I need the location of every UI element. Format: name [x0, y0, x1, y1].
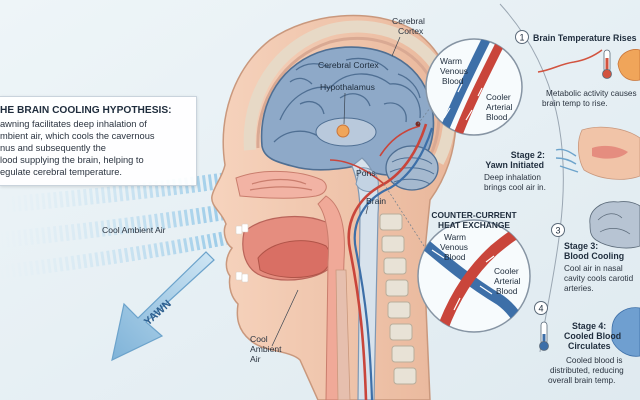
label-cool-air-bottom-1: Cool — [250, 334, 268, 344]
stage-4-title-1: Stage 4: — [572, 321, 606, 331]
label-cerebral-cortex-line1: Cerebral — [392, 16, 425, 26]
label-cool-air-bottom-2: Ambient — [250, 344, 282, 354]
stage-3-number-badge — [551, 223, 565, 237]
zoom-connector-bottom — [383, 183, 425, 247]
hypothalamus-marker — [336, 124, 350, 138]
circle-bottom-cool-2: Arterial — [494, 276, 521, 286]
label-cerebral-cortex-inner: Cerebral Cortex — [318, 60, 379, 70]
label-hypothalamus: Hypothalamus — [320, 82, 375, 92]
stage-2-desc-2: brings cool air in. — [484, 183, 546, 192]
circle-bottom-title-2: HEAT EXCHANGE — [438, 220, 510, 230]
circle-top-warm-1: Warm — [440, 56, 462, 66]
circle-bottom-cool-1: Cooler — [494, 266, 519, 276]
stage-3-desc-1: Cool air in nasal — [564, 264, 623, 273]
cerebral-vessel-branch — [329, 125, 421, 185]
stage-4-number: 4 — [538, 304, 543, 314]
stage-1-thermometer-icon — [602, 49, 612, 79]
hypothesis-line-2: mbient air, which cools the cavernous — [0, 131, 155, 141]
stage-2-title-2: Yawn Initiated — [485, 160, 544, 170]
leader-cool-air-bottom — [271, 289, 299, 347]
label-brain: Brain — [366, 196, 386, 206]
stage-1-temperature-graph-icon — [537, 49, 603, 73]
stage-3: 3 Stage 3: Blood Cooling Cool air in nas… — [551, 201, 640, 293]
teeth — [235, 223, 249, 283]
stage-3-brain-thumbnail — [589, 201, 640, 249]
airflow-streams — [0, 172, 230, 279]
stage-2-air-icon — [555, 148, 579, 173]
circle-top-warm-3: Blood — [442, 76, 464, 86]
jugular-vein — [353, 127, 434, 400]
leader-hypothalamus — [343, 92, 346, 125]
zoom-connector-top — [417, 107, 431, 125]
circle-bottom-warm-2: Venous — [440, 242, 468, 252]
stage-4-thermometer-icon — [539, 321, 549, 351]
circle-top-cool-3: Blood — [486, 112, 508, 122]
esophagus — [335, 269, 351, 400]
circle-top-warm-2: Venous — [440, 66, 468, 76]
stage-1: 1 Brain Temperature Rises Metabolic acti… — [515, 30, 640, 108]
stage-1-number: 1 — [519, 33, 524, 43]
stage-4-title-2: Cooled Blood — [564, 331, 621, 341]
hypothesis-title: HE BRAIN COOLING HYPOTHESIS: — [0, 105, 172, 116]
stage-3-desc-3: arteries. — [564, 284, 594, 293]
stage-3-title-2: Blood Cooling — [564, 251, 624, 261]
hypothesis-line-5: egulate cerebral temperature. — [0, 167, 122, 177]
stage-4-desc-3: overall brain temp. — [548, 376, 615, 385]
circle-bottom-cool-3: Blood — [496, 286, 518, 296]
stage-3-number: 3 — [555, 226, 560, 236]
hypothesis-line-1: awning facilitates deep inhalation of — [0, 119, 147, 129]
circle-top-cool-2: Arterial — [486, 102, 513, 112]
stage-1-brain-thumbnail — [617, 49, 640, 81]
hypothesis-line-4: lood supplying the brain, helping to — [0, 155, 144, 165]
circle-bottom-warm-1: Warm — [444, 232, 466, 242]
stage-flow-arc — [499, 3, 564, 353]
label-pons: Pons — [356, 168, 376, 178]
stage-3-desc-2: cavity cools carotid — [564, 274, 634, 283]
stage-2-face-thumbnail — [578, 126, 640, 180]
stage-2-title-1: Stage 2: — [511, 150, 545, 160]
stage-1-desc-2: brain temp to rise. — [542, 99, 608, 108]
nasal-cavity — [235, 171, 327, 199]
stage-4-desc-2: distributed, reducing — [550, 366, 624, 375]
nasal-turbinates — [249, 178, 313, 191]
vertebrae — [379, 213, 417, 385]
leader-brain — [365, 205, 369, 215]
stage-1-title: Brain Temperature Rises — [533, 33, 637, 43]
circle-top-cool-1: Cooler — [486, 92, 511, 102]
leader-cerebral-cortex — [391, 36, 401, 57]
stage-4-brain-thumbnail — [611, 307, 640, 357]
label-cool-air-bottom-3: Air — [250, 354, 261, 364]
hypothesis-box: HE BRAIN COOLING HYPOTHESIS: awning faci… — [0, 96, 197, 186]
stage-2: Stage 2: Yawn Initiated Deep inhalation … — [484, 126, 640, 192]
stage-4-title-3: Circulates — [568, 341, 611, 351]
stage-3-title-1: Stage 3: — [564, 241, 598, 251]
yawn-arrow — [111, 251, 215, 362]
circle-bottom-title-1: COUNTER-CURRENT — [431, 210, 517, 220]
stage-4-number-badge — [534, 301, 548, 315]
brain-folds — [273, 57, 421, 143]
stage-4: 4 Stage 4: Cooled Blood Circulates Coole… — [534, 301, 640, 385]
label-cool-ambient-air: Cool Ambient Air — [102, 225, 166, 235]
stage-1-number-badge — [515, 30, 529, 44]
hypothesis-line-3: nus and subsequently the — [0, 143, 106, 153]
stage-2-desc-1: Deep inhalation — [484, 173, 541, 182]
stage-1-desc-1: Metabolic activity causes — [546, 89, 637, 98]
carotid-artery — [347, 123, 428, 400]
label-cerebral-cortex-line2: Cortex — [398, 26, 424, 36]
circle-bottom-warm-3: Blood — [444, 252, 466, 262]
stage-4-desc-1: Cooled blood is — [566, 356, 622, 365]
